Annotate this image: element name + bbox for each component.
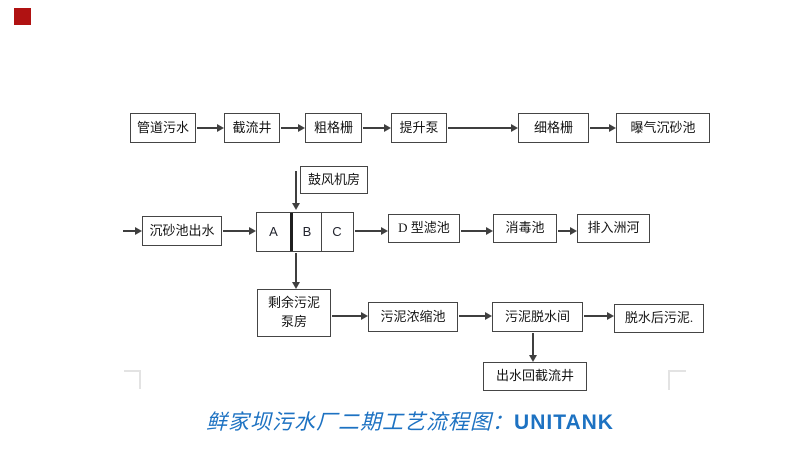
arrow-right xyxy=(459,312,492,319)
node-blower-room: 鼓风机房 xyxy=(300,166,368,194)
node-dewatered-sludge: 脱水后污泥. xyxy=(614,304,704,333)
unitank-cell-c: C xyxy=(332,223,342,239)
arrow-right xyxy=(223,227,256,234)
node-pipe-sewage: 管道污水 xyxy=(130,113,196,143)
arrow-down-sludge xyxy=(292,253,299,289)
node-sludge-thickener: 污泥浓缩池 xyxy=(368,302,458,332)
arrow-right xyxy=(363,124,391,131)
node-grit-chamber-effluent: 沉砂池出水 xyxy=(142,216,222,246)
node-lift-pump: 提升泵 xyxy=(391,113,447,143)
pump-room-line1: 剩余污泥 xyxy=(267,295,320,311)
node-intercepting-well: 截流井 xyxy=(224,113,280,143)
node-sludge-dewatering-room: 污泥脱水间 xyxy=(492,302,583,332)
node-effluent-return-well: 出水回截流井 xyxy=(483,362,587,391)
arrow-right xyxy=(584,312,614,319)
arrow-right xyxy=(590,124,616,131)
arrow-right-inlet xyxy=(123,227,142,234)
arrow-right xyxy=(197,124,224,131)
page-corner-mark-left xyxy=(124,370,141,389)
arrow-down-return xyxy=(529,333,536,362)
node-aerated-grit-chamber: 曝气沉砂池 xyxy=(616,113,710,143)
pump-room-line2: 泵房 xyxy=(280,314,307,329)
arrow-down-blower xyxy=(292,171,299,210)
arrow-right xyxy=(558,227,577,234)
arrow-right xyxy=(281,124,305,131)
caption: 鲜家坝污水厂二期工艺流程图：UNITANK xyxy=(0,406,800,436)
slide-accent-square xyxy=(14,8,31,25)
node-fine-screen: 细格栅 xyxy=(518,113,589,143)
page-corner-mark-right xyxy=(668,370,686,390)
node-surplus-sludge-pump-room: 剩余污泥 泵房 xyxy=(257,289,331,337)
node-disinfection-tank: 消毒池 xyxy=(493,214,557,243)
node-unitank: A B C xyxy=(256,212,354,252)
arrow-right xyxy=(461,227,493,234)
unitank-cell-b: B xyxy=(290,213,322,251)
node-coarse-screen: 粗格栅 xyxy=(305,113,362,143)
arrow-right xyxy=(355,227,388,234)
caption-title-unitank: UNITANK xyxy=(514,411,614,434)
arrow-right xyxy=(448,124,518,131)
node-d-type-filter: D 型滤池 xyxy=(388,214,460,243)
arrow-right xyxy=(332,312,368,319)
unitank-cell-a: A xyxy=(269,223,278,239)
node-discharge-river: 排入洲河 xyxy=(577,214,650,243)
caption-title-chinese: 鲜家坝污水厂二期工艺流程图： xyxy=(206,410,515,434)
